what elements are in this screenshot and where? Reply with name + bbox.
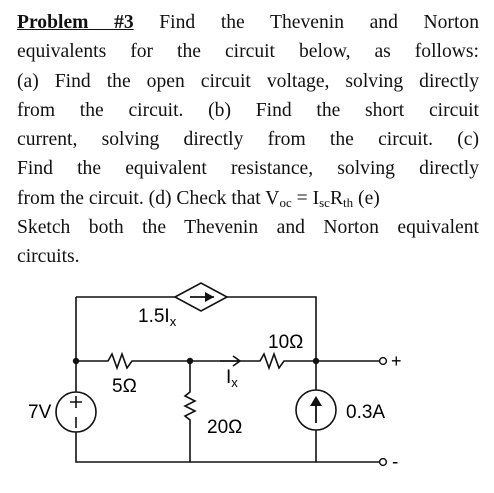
voltage-source-icon <box>55 391 97 433</box>
problem-line-3: (a) Find the open circuit voltage, solvi… <box>17 70 479 92</box>
voc-subscript: oc <box>279 194 292 210</box>
terminal-top <box>378 356 388 366</box>
problem-statement: Problem #3 Find the Thevenin and Norton … <box>17 8 479 272</box>
problem-heading: Problem #3 <box>17 12 134 33</box>
rth-subscript: th <box>343 194 354 210</box>
node-left <box>72 357 80 365</box>
problem-line-2: equivalents for the circuit below, as fo… <box>17 41 479 63</box>
ix-label: Ix <box>226 367 238 390</box>
isc-subscript: sc <box>319 194 330 210</box>
terminal-minus-label: - <box>392 452 398 473</box>
top-wire-right <box>227 296 317 361</box>
current-source-icon <box>295 389 337 431</box>
ix-arrow-icon <box>220 355 242 367</box>
r1-label: 5Ω <box>112 376 137 397</box>
middle-wire <box>76 351 316 371</box>
terminal-bottom <box>378 457 388 467</box>
problem-line-5: current, solving directly from the circu… <box>17 129 479 151</box>
i-source-label: 0.3A <box>346 402 385 423</box>
terminal-plus-label: + <box>391 351 402 371</box>
problem-line-1: Problem #3 Find the Thevenin and Norton <box>17 12 479 33</box>
problem-line-4: from the circuit. (b) Find the short cir… <box>17 99 479 121</box>
problem-line-7: from the circuit. (d) Check that Voc = I… <box>17 187 380 210</box>
r2-label: 10Ω <box>268 332 303 353</box>
dep-source-label: 1.5Ix <box>138 306 177 329</box>
node-middle <box>186 357 194 365</box>
left-wire-bottom <box>75 432 316 463</box>
v-source-label: 7V <box>28 402 52 423</box>
problem-line-9: circuits. <box>17 246 80 268</box>
node-right <box>312 357 320 365</box>
dependent-current-source-icon <box>173 282 229 312</box>
problem-line-6: Find the equivalent resistance, solving … <box>17 158 479 180</box>
r3-label: 20Ω <box>207 417 242 438</box>
r20-branch <box>183 361 197 462</box>
problem-line-8: Sketch both the Thevenin and Norton equi… <box>17 217 479 239</box>
